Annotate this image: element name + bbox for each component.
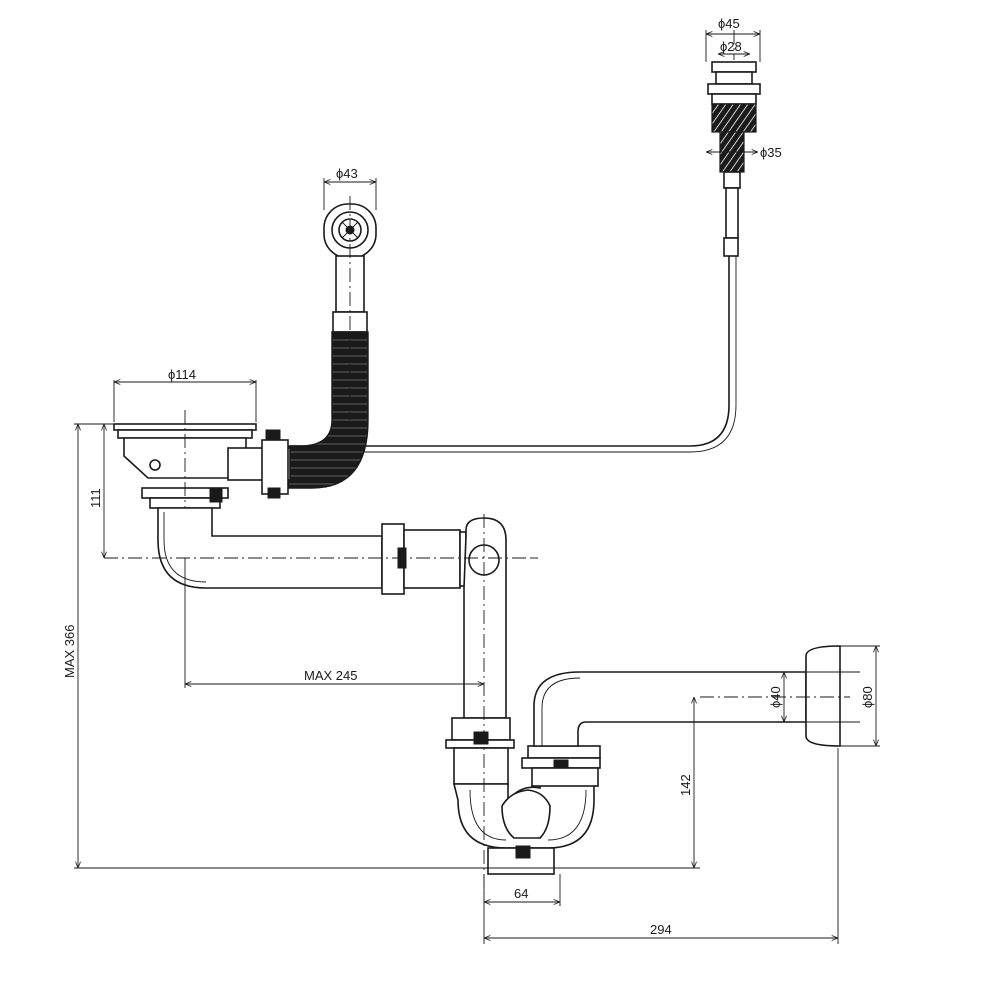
dimension-d28: ϕ28 [720, 39, 742, 54]
remote-control-button [707, 30, 761, 257]
connection-pipe [157, 507, 383, 589]
dimension-d43: ϕ43 [336, 166, 358, 181]
bowden-cable [290, 256, 730, 447]
overflow-flexible-hose [285, 331, 369, 489]
dimension-142: 142 [678, 774, 693, 796]
dimension-111: 111 [88, 488, 103, 508]
dimension-d35: ϕ35 [760, 145, 782, 160]
dimension-d40: ϕ40 [768, 686, 783, 708]
dimension-294: 294 [650, 922, 672, 937]
dimension-d45: ϕ45 [718, 16, 740, 31]
bowden-cable-inner [290, 256, 737, 453]
wall-rosette [805, 645, 841, 747]
dimension-d114: ϕ114 [168, 367, 196, 382]
sink-strainer [113, 410, 291, 520]
dimension-d80: ϕ80 [860, 686, 875, 708]
dimension-64: 64 [514, 886, 528, 901]
outlet-pipe [533, 671, 807, 747]
dimension-max245: MAX 245 [304, 668, 357, 683]
dimension-max366: MAX 366 [62, 625, 77, 678]
